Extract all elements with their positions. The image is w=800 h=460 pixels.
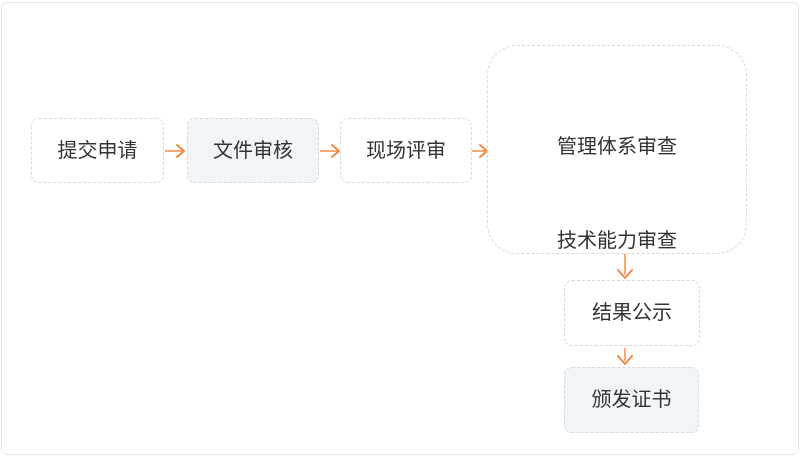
node-onsite-assessment-label: 现场评审 xyxy=(366,139,446,162)
node-submit-application-label: 提交申请 xyxy=(57,139,138,162)
node-technical-capability-review-label: 技术能力审查 xyxy=(557,230,677,252)
node-onsite-assessment: 现场评审 xyxy=(340,118,472,183)
node-document-review: 文件审核 xyxy=(187,118,319,183)
arrow-down-icon xyxy=(617,348,633,365)
node-document-review-label: 文件审核 xyxy=(213,139,293,162)
node-audit-group: 管理体系审查 技术能力审查 xyxy=(487,45,747,254)
arrow-right-icon xyxy=(320,144,340,158)
arrow-down-icon xyxy=(617,254,633,279)
node-certificate-issuance-label: 颁发证书 xyxy=(591,389,672,411)
node-management-system-review-label: 管理体系审查 xyxy=(557,136,677,158)
node-submit-application: 提交申请 xyxy=(31,118,164,183)
node-result-announcement-label: 结果公示 xyxy=(592,302,672,324)
node-certificate-issuance: 颁发证书 xyxy=(564,367,699,433)
arrow-right-icon xyxy=(165,144,185,158)
node-result-announcement: 结果公示 xyxy=(564,280,700,346)
